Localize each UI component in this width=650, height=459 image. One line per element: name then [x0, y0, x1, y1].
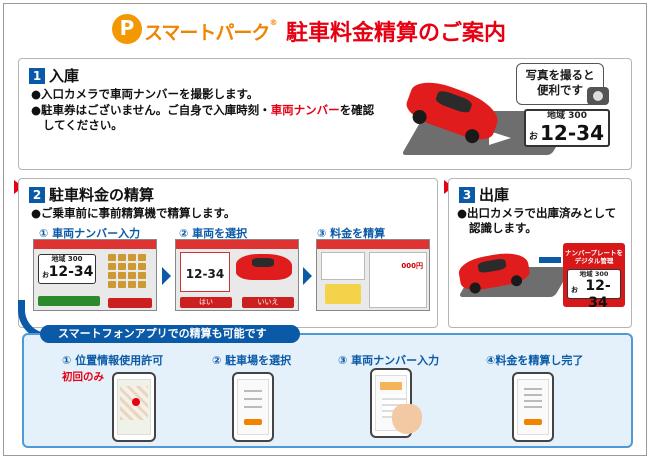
payment-step-3-label: ③ 料金を精算	[317, 227, 386, 240]
entry-title: 入庫	[49, 67, 80, 85]
hand-icon	[392, 404, 422, 434]
entry-license-plate: 地域 300 12-34 お	[524, 109, 610, 147]
payment-bullet: ●ご乗車前に事前精算機で精算します。	[31, 206, 236, 220]
entry-step-number: 1	[29, 67, 45, 84]
brand-name: スマートパーク®	[144, 18, 277, 44]
digital-management-sign: ナンバープレートを デジタル管理 地域 300 12-34 お	[563, 243, 625, 311]
page-title: 駐車料金精算のご案内	[286, 21, 507, 46]
step-arrow-icon	[303, 267, 312, 285]
yes-button[interactable]: はい	[180, 297, 232, 308]
screen-plate-number: 12-34	[185, 267, 225, 281]
page-frame	[3, 3, 647, 456]
payment-step-2-label: ② 車両を選択	[179, 227, 248, 240]
phone-payment-complete-screen	[512, 372, 554, 442]
camera-icon	[587, 87, 609, 105]
payment-step-1-label: ① 車両ナンバー入力	[39, 227, 141, 240]
fee-payment-screen: 000円	[316, 239, 430, 311]
app-step-4-label: ④料金を精算し完了	[486, 354, 584, 367]
first-time-only-note: 初回のみ	[62, 371, 104, 383]
page-header: P スマートパーク® 駐車料金精算のご案内	[0, 4, 650, 48]
plate-input-screen: 地域 300 12-34 お	[33, 239, 157, 311]
entry-bullet-1: ●入口カメラで車両ナンバーを撮影します。	[31, 87, 259, 101]
payment-title: 駐車料金の精算	[49, 186, 155, 204]
no-button[interactable]: いいえ	[242, 297, 294, 308]
fee-amount: 000円	[401, 262, 423, 270]
sign-arrow-icon	[539, 257, 561, 263]
phone-parking-select-screen	[232, 372, 274, 442]
app-section-header: スマートフォンアプリでの精算も可能です	[40, 325, 300, 343]
brand-logo-icon: P	[112, 14, 142, 44]
exit-title: 出庫	[479, 186, 510, 204]
number-keypad	[108, 254, 146, 288]
photo-tip-callout: 写真を撮ると 便利です	[516, 63, 604, 105]
payment-step-number: 2	[29, 186, 45, 203]
phone-location-screen	[112, 372, 156, 442]
screen-license-plate: 地域 300 12-34 お	[38, 254, 96, 284]
pay-button[interactable]	[325, 284, 361, 304]
exit-license-plate: 地域 300 12-34 お	[567, 269, 621, 311]
vehicle-select-screen: 12-34 はい いいえ	[175, 239, 299, 311]
app-step-2-label: ② 駐車場を選択	[212, 354, 292, 367]
road-arrow-icon	[489, 131, 511, 145]
entry-bullet-2: ●駐車券はございません。ご自身で入庫時刻・車両ナンバーを確認 してください。	[31, 103, 375, 132]
exit-bullet: ●出口カメラで出庫済みとして 認識します。	[457, 206, 617, 235]
app-step-1-label: ① 位置情報使用許可	[62, 354, 164, 367]
step-arrow-icon	[162, 267, 171, 285]
app-step-3-label: ③ 車両ナンバー入力	[338, 354, 440, 367]
exit-step-number: 3	[459, 186, 475, 203]
vehicle-number-highlight: 車両ナンバー	[270, 103, 340, 117]
